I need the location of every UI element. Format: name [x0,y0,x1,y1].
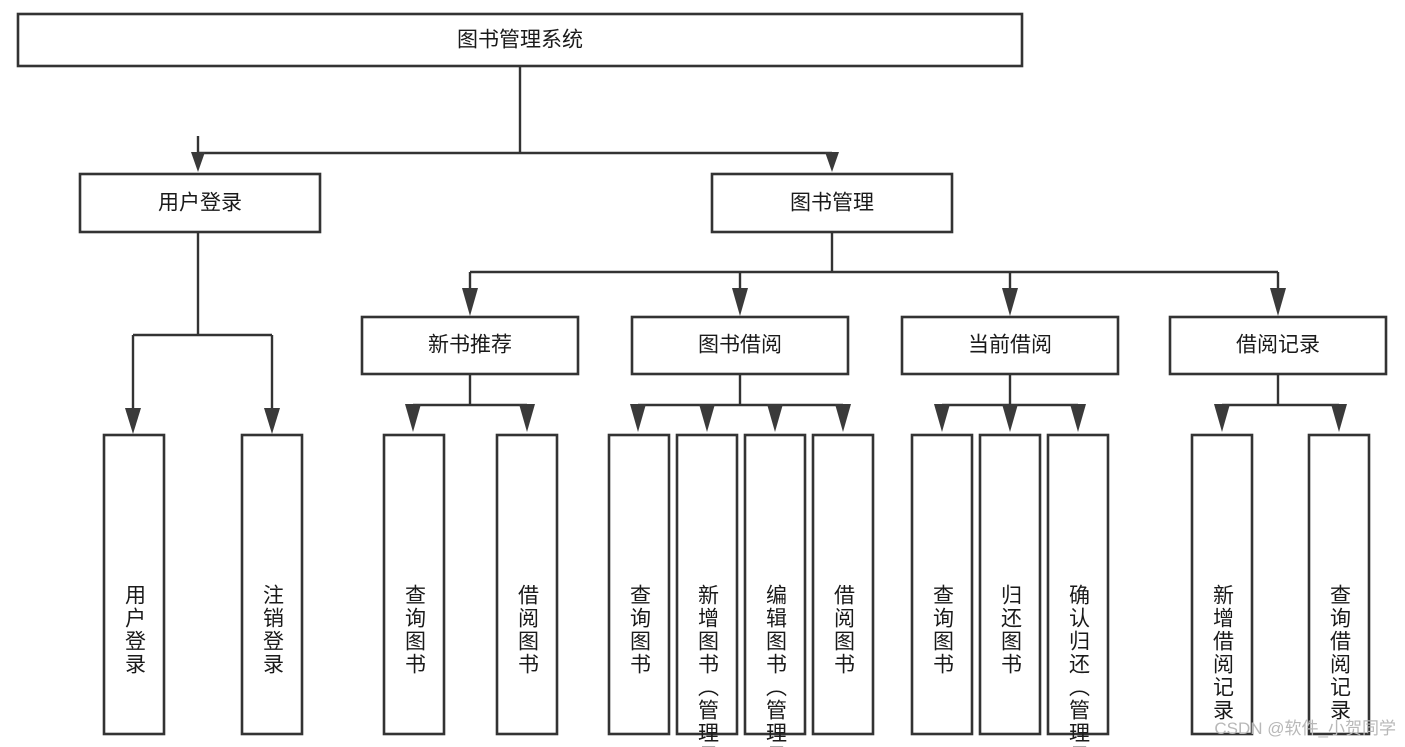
node-new-book-rec[interactable]: 新书推荐 [360,315,580,376]
node-book-manage-label: 图书管理 [790,192,874,215]
node-leaf-user-login[interactable]: 用户登录 [102,433,166,736]
node-user-login-label: 用户登录 [158,192,242,215]
node-book-manage-box[interactable] [710,172,954,234]
arrow-head-leaf-rec-query2 [1331,404,1347,432]
arrow-head-leaf-borrow-query [630,404,646,432]
node-leaf-rec-query-label: 查询图书 [403,584,427,676]
node-leaf-rec-query-box[interactable] [382,433,446,736]
node-leaf-rec-add-label: 新增借阅记录 [1211,584,1235,722]
node-new-book-rec-box[interactable] [360,315,580,376]
node-leaf-borrow-lend-box[interactable] [811,433,875,736]
node-leaf-borrow-edit[interactable]: 编辑图书（管理员） [743,433,807,747]
arrow-head-leaf-rec-add [1214,404,1230,432]
node-root[interactable]: 图书管理系统 [16,12,1024,68]
node-leaf-borrow-edit-box[interactable] [743,433,807,736]
node-leaf-cur-query[interactable]: 查询图书 [910,433,974,736]
arrow-head-borrow-record [1270,288,1286,316]
node-leaf-borrow-lend-label: 借阅图书 [832,584,856,676]
node-leaf-rec-borrow[interactable]: 借阅图书 [495,433,559,736]
node-current-borrow-box[interactable] [900,315,1120,376]
node-leaf-user-login-box[interactable] [102,433,166,736]
node-leaf-rec-query[interactable]: 查询图书 [382,433,446,736]
node-leaf-rec-add[interactable]: 新增借阅记录 [1190,433,1254,736]
node-leaf-borrow-add-box[interactable] [675,433,739,736]
node-book-borrow-label: 图书借阅 [698,334,782,357]
arrow-head-current-borrow [1002,288,1018,316]
arrow-head-leaf-user-login [125,408,141,434]
node-leaf-cur-query-box[interactable] [910,433,974,736]
arrow-head-leaf-borrow-add [699,404,715,432]
node-borrow-record-box[interactable] [1168,315,1388,376]
arrow-head-leaf-borrow-edit [767,404,783,432]
node-leaf-borrow-add[interactable]: 新增图书（管理员） [675,433,739,747]
node-leaf-cur-return-label: 归还图书 [999,584,1023,676]
arrow-head-leaf-cur-return [1002,404,1018,432]
arrow-head-leaf-user-logout [264,408,280,434]
node-leaf-cur-return[interactable]: 归还图书 [978,433,1042,736]
arrow-head-book-borrow [732,288,748,316]
node-leaf-user-logout[interactable]: 注销登录 [240,433,304,736]
node-leaf-borrow-add-label: 新增图书（管理员） [696,584,720,747]
node-book-manage[interactable]: 图书管理 [710,172,954,234]
node-leaf-borrow-query[interactable]: 查询图书 [607,433,671,736]
node-leaf-borrow-query-box[interactable] [607,433,671,736]
node-leaf-cur-confirm-box[interactable] [1046,433,1110,736]
node-leaf-cur-query-label: 查询图书 [931,584,955,676]
node-new-book-rec-label: 新书推荐 [428,334,512,357]
node-leaf-cur-return-box[interactable] [978,433,1042,736]
watermark-text: CSDN @软件_小贺同学 [1214,719,1396,738]
node-leaf-user-login-label: 用户登录 [123,584,147,676]
node-leaf-borrow-edit-label: 编辑图书（管理员） [764,584,788,747]
arrow-head-leaf-rec-query [405,404,421,432]
node-leaf-rec-borrow-box[interactable] [495,433,559,736]
node-leaf-rec-query2[interactable]: 查询借阅记录 [1307,433,1371,736]
arrow-head-new-book-rec [462,288,478,316]
node-leaf-borrow-query-label: 查询图书 [628,584,652,676]
node-borrow-record-label: 借阅记录 [1236,334,1320,357]
arrow-head-leaf-rec-borrow [519,404,535,432]
arrow-head-leaf-cur-query [934,404,950,432]
node-current-borrow-label: 当前借阅 [968,334,1052,357]
arrow-head-userlogin [191,152,205,172]
node-user-login[interactable]: 用户登录 [78,172,322,234]
node-root-label: 图书管理系统 [457,29,583,52]
node-leaf-rec-query2-label: 查询借阅记录 [1328,584,1352,722]
node-borrow-record[interactable]: 借阅记录 [1168,315,1388,376]
node-leaf-rec-borrow-label: 借阅图书 [516,584,540,676]
connector-layer [125,66,1347,434]
arrow-head-bookmanage [825,152,839,172]
node-leaf-user-logout-box[interactable] [240,433,304,736]
node-leaf-user-logout-label: 注销登录 [261,584,285,676]
arrow-head-leaf-borrow-lend [835,404,851,432]
node-user-login-box[interactable] [78,172,322,234]
node-leaf-borrow-lend[interactable]: 借阅图书 [811,433,875,736]
node-current-borrow[interactable]: 当前借阅 [900,315,1120,376]
node-leaf-rec-add-box[interactable] [1190,433,1254,736]
node-leaf-rec-query2-box[interactable] [1307,433,1371,736]
node-root-box[interactable] [16,12,1024,68]
node-leaf-cur-confirm-label: 确认归还（管理员） [1067,584,1091,747]
arrow-head-leaf-cur-confirm [1070,404,1086,432]
node-book-borrow-box[interactable] [630,315,850,376]
node-leaf-cur-confirm[interactable]: 确认归还（管理员） [1046,433,1110,747]
node-book-borrow[interactable]: 图书借阅 [630,315,850,376]
